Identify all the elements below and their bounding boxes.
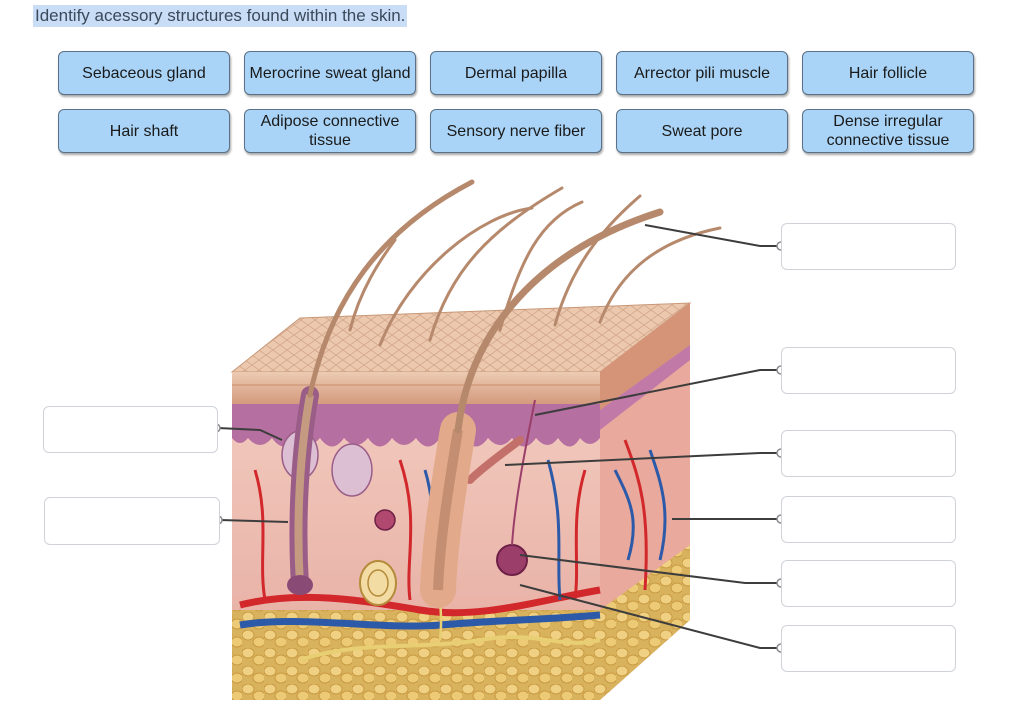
drop-target-left-1[interactable]: [43, 406, 218, 453]
drop-target-right-1[interactable]: [781, 223, 956, 270]
drop-target-right-6[interactable]: [781, 625, 956, 672]
drop-target-right-2[interactable]: [781, 347, 956, 394]
label-chip-merocrine-sweat-gland[interactable]: Merocrine sweat gland: [244, 51, 416, 95]
hypodermis-layer: [232, 610, 600, 700]
label-chip-dermal-papilla[interactable]: Dermal papilla: [430, 51, 602, 95]
label-chip-sebaceous-gland[interactable]: Sebaceous gland: [58, 51, 230, 95]
label-chip-hair-follicle[interactable]: Hair follicle: [802, 51, 974, 95]
drop-target-right-4[interactable]: [781, 496, 956, 543]
hair-follicles: [287, 386, 476, 608]
papillary-layer: [232, 400, 600, 447]
leader-lines: [217, 224, 780, 649]
question-prompt: Identify acessory structures found withi…: [33, 5, 408, 27]
label-chip-adipose-connective-tissue[interactable]: Adipose connective tissue: [244, 109, 416, 153]
drop-target-left-2[interactable]: [44, 497, 220, 545]
sweat-gland: [374, 399, 536, 576]
drop-target-right-3[interactable]: [781, 430, 956, 477]
arrector-pili-muscle: [466, 436, 524, 484]
lamellated-corpuscle: [359, 560, 397, 606]
label-chip-sweat-pore[interactable]: Sweat pore: [616, 109, 788, 153]
label-chip-arrector-pili-muscle[interactable]: Arrector pili muscle: [616, 51, 788, 95]
label-chip-sensory-nerve-fiber[interactable]: Sensory nerve fiber: [430, 109, 602, 153]
hair-shafts: [307, 179, 722, 434]
skin-side-face: [600, 303, 690, 700]
drop-target-right-5[interactable]: [781, 560, 956, 607]
label-chip-hair-shaft[interactable]: Hair shaft: [58, 109, 230, 153]
label-chip-dense-irregular-connective-tissue[interactable]: Dense irregular connective tissue: [802, 109, 974, 153]
epidermis-layer: [232, 372, 600, 404]
